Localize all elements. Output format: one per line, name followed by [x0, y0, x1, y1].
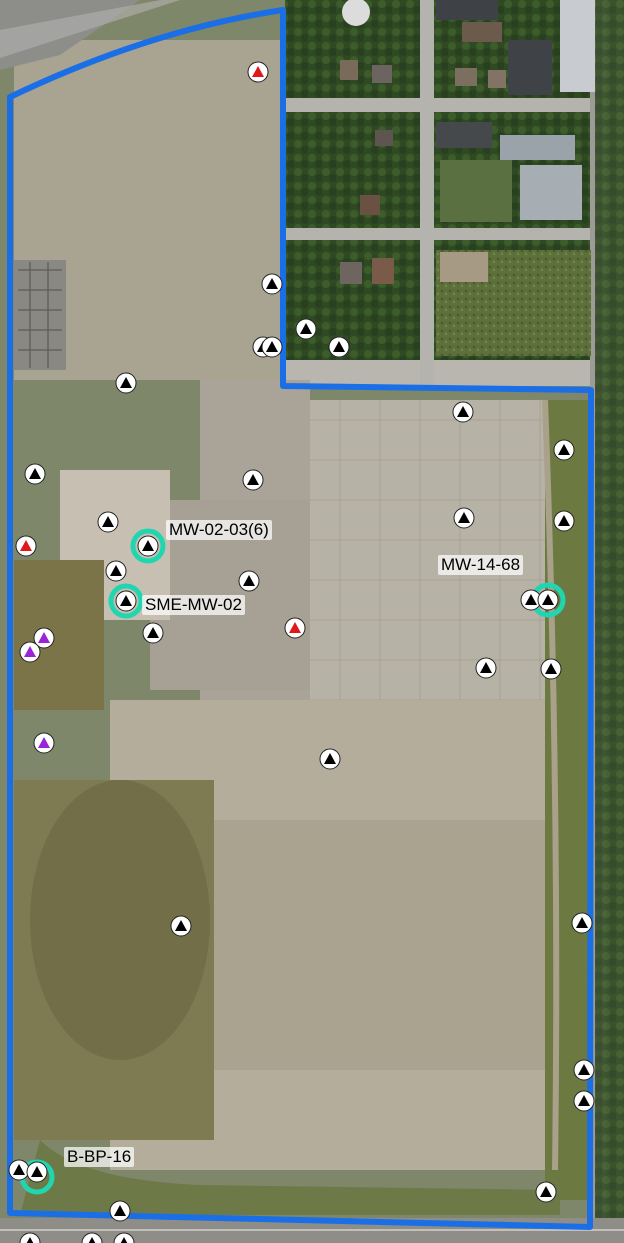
black-triangle-marker[interactable]	[453, 507, 475, 529]
label-sme-mw-02: SME-MW-02	[142, 595, 245, 615]
black-triangle-marker[interactable]	[113, 1232, 135, 1243]
black-triangle-marker[interactable]	[24, 463, 46, 485]
black-triangle-marker[interactable]	[105, 560, 127, 582]
black-triangle-marker[interactable]	[97, 511, 119, 533]
black-triangle-marker[interactable]	[573, 1090, 595, 1112]
black-triangle-marker[interactable]	[170, 915, 192, 937]
purple-triangle-marker[interactable]	[19, 641, 41, 663]
black-triangle-marker[interactable]	[26, 1161, 48, 1183]
black-triangle-marker[interactable]	[319, 748, 341, 770]
black-triangle-marker[interactable]	[540, 658, 562, 680]
black-triangle-marker[interactable]	[261, 273, 283, 295]
site-boundary-line	[7, 7, 594, 1230]
red-triangle-marker[interactable]	[247, 61, 269, 83]
black-triangle-marker[interactable]	[242, 469, 264, 491]
sample-markers	[8, 61, 595, 1243]
black-triangle-marker[interactable]	[553, 510, 575, 532]
black-triangle-marker[interactable]	[328, 336, 350, 358]
black-triangle-marker[interactable]	[571, 912, 593, 934]
label-b-bp-16: B-BP-16	[64, 1147, 135, 1167]
label-mw-02-03: MW-02-03(6)	[166, 520, 272, 540]
black-triangle-marker[interactable]	[109, 1200, 131, 1222]
black-triangle-marker[interactable]	[475, 657, 497, 679]
black-triangle-marker[interactable]	[573, 1059, 595, 1081]
black-triangle-marker[interactable]	[261, 336, 283, 358]
black-triangle-marker[interactable]	[295, 318, 317, 340]
black-triangle-marker[interactable]	[238, 570, 260, 592]
black-triangle-marker[interactable]	[553, 439, 575, 461]
black-triangle-marker[interactable]	[19, 1232, 41, 1243]
purple-triangle-marker[interactable]	[33, 627, 55, 649]
black-triangle-marker[interactable]	[115, 590, 137, 612]
highlight-ring	[108, 583, 144, 619]
black-triangle-marker[interactable]	[137, 535, 159, 557]
label-mw-14-68: MW-14-68	[438, 555, 524, 575]
black-triangle-marker[interactable]	[535, 1181, 557, 1203]
highlight-ring	[130, 528, 166, 564]
black-triangle-marker[interactable]	[142, 622, 164, 644]
red-triangle-marker[interactable]	[15, 535, 37, 557]
black-triangle-marker[interactable]	[452, 401, 474, 423]
black-triangle-marker[interactable]	[115, 372, 137, 394]
black-triangle-marker[interactable]	[81, 1232, 103, 1243]
black-triangle-marker[interactable]	[520, 589, 542, 611]
black-triangle-marker[interactable]	[8, 1159, 30, 1181]
red-triangle-marker[interactable]	[284, 617, 306, 639]
purple-triangle-marker[interactable]	[33, 732, 55, 754]
black-triangle-marker[interactable]	[537, 589, 559, 611]
